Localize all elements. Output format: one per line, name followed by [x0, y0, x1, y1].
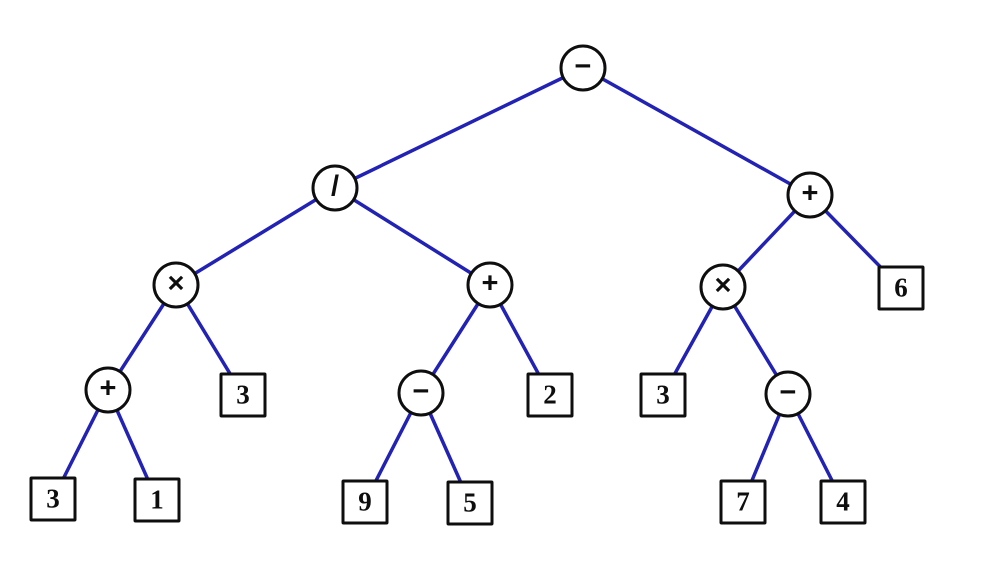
operator-node-times-left: × — [152, 261, 200, 309]
operator-node-minus-mid: − — [397, 369, 445, 417]
operator-node-divide: / — [311, 164, 359, 212]
edge-root-to-plus-right — [581, 66, 812, 197]
leaf-node-6: 6 — [877, 265, 925, 311]
operator-node-plus-ll: + — [84, 366, 132, 414]
leaf-node-5: 5 — [446, 480, 494, 526]
leaf-node-1: 1 — [133, 477, 181, 523]
operator-node-times-right: × — [699, 263, 747, 311]
operator-node-plus-right: + — [786, 171, 834, 219]
operator-node-minus-right: − — [764, 370, 812, 418]
operator-node-plus-mid: + — [466, 261, 514, 309]
leaf-node-2: 2 — [526, 372, 574, 418]
leaf-node-4: 4 — [819, 479, 867, 525]
leaf-node-3-right: 3 — [639, 372, 687, 418]
operator-node-root-minus: − — [559, 44, 607, 92]
leaf-node-7: 7 — [719, 479, 767, 525]
leaf-node-3-mid-left: 3 — [219, 372, 267, 418]
edge-divide-to-times-left — [174, 186, 337, 287]
edge-divide-to-plus-mid — [333, 186, 492, 287]
edge-root-to-divide — [333, 66, 585, 190]
leaf-node-3-left: 3 — [29, 476, 77, 522]
leaf-node-9: 9 — [341, 479, 389, 525]
